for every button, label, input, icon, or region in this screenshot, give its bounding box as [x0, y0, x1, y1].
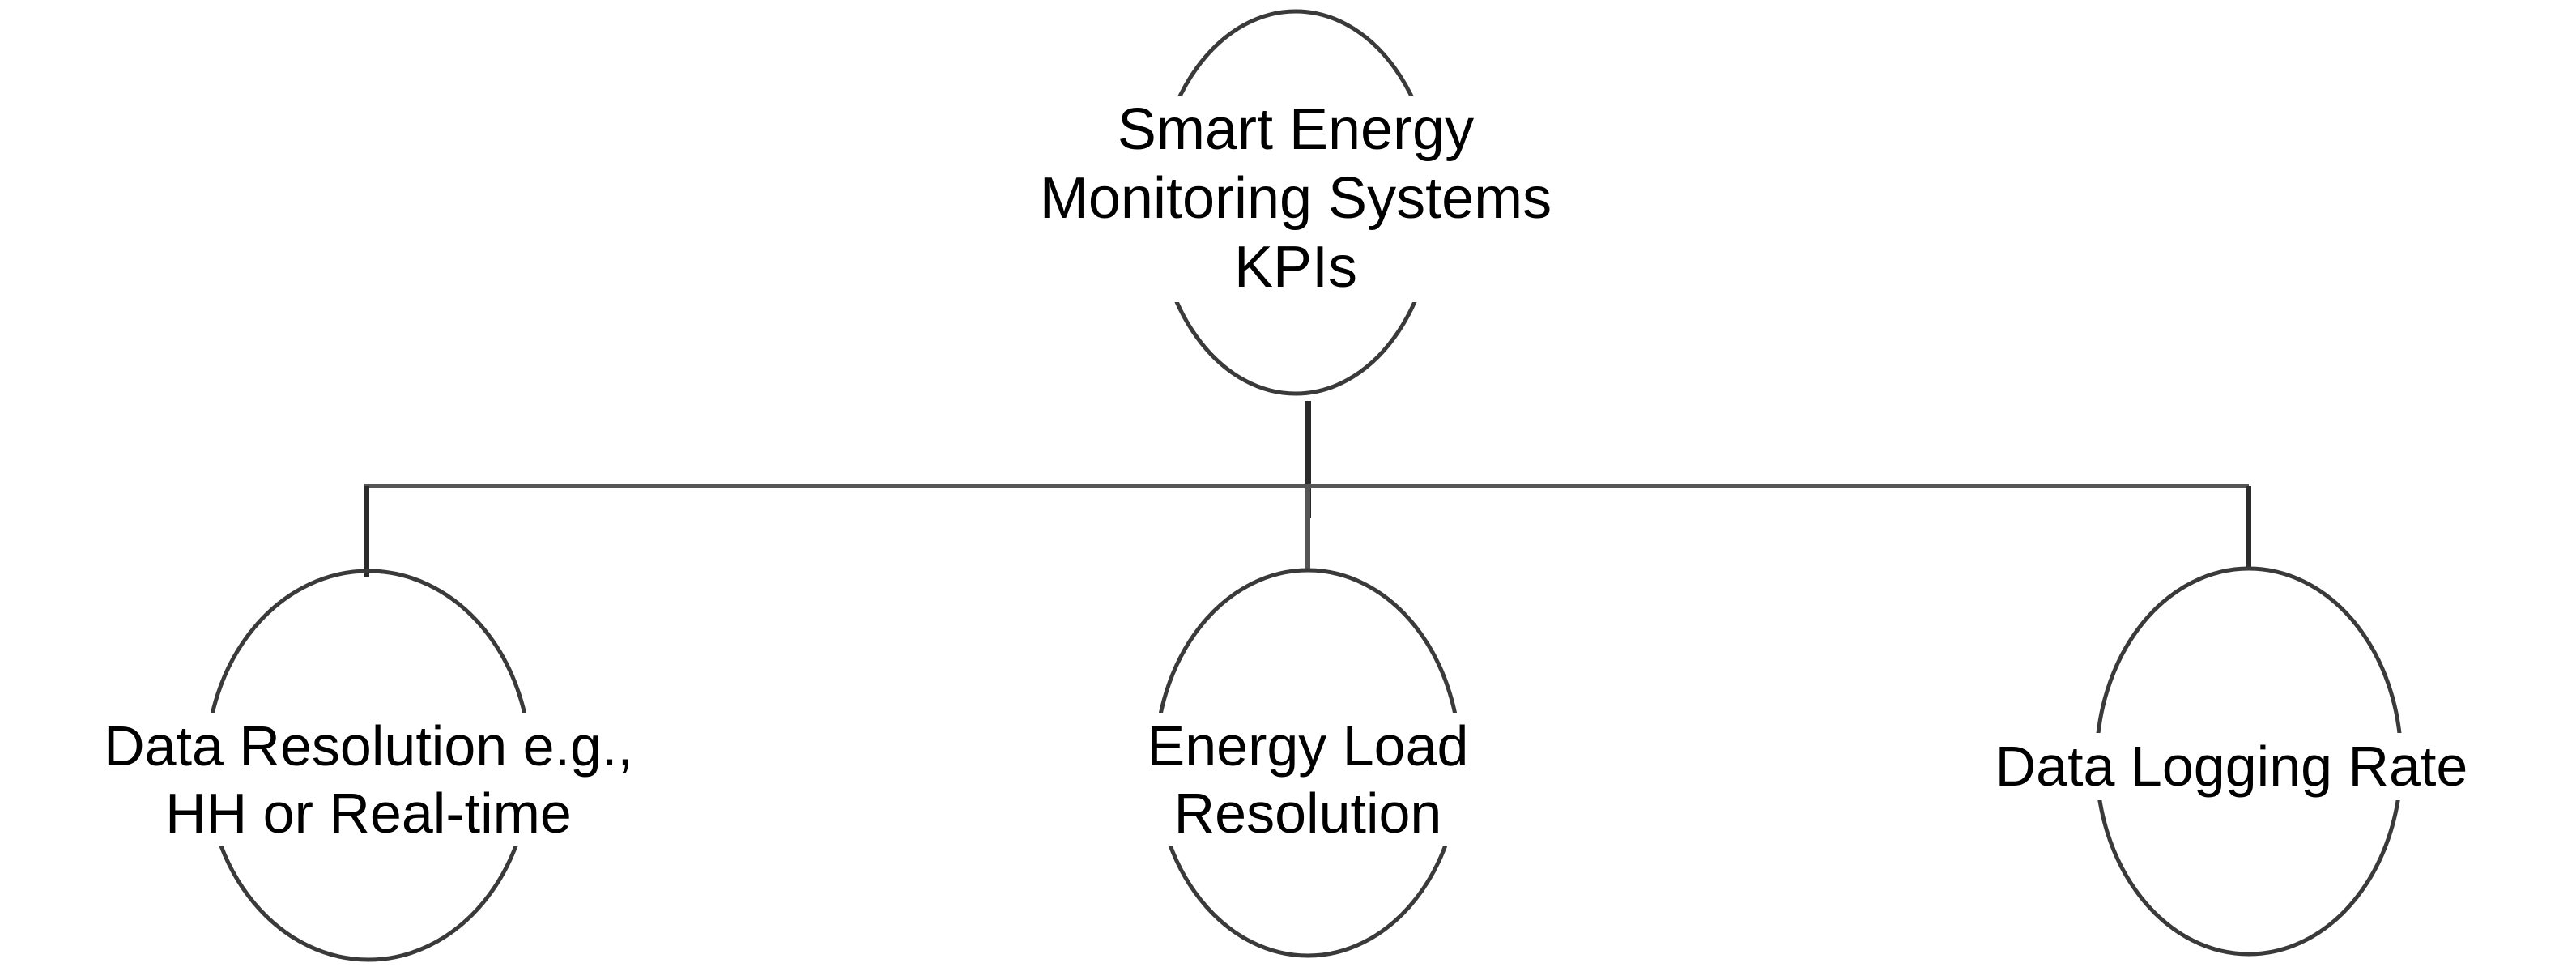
- child-node-label-data-resolution: Data Resolution e.g., HH or Real-time: [0, 713, 737, 847]
- root-node-label: Smart Energy Monitoring Systems KPIs: [915, 96, 1676, 302]
- child-node-label-data-logging-rate: Data Logging Rate: [1887, 733, 2576, 800]
- child-node-label-energy-load-resolution: Energy Load Resolution: [1028, 713, 1587, 847]
